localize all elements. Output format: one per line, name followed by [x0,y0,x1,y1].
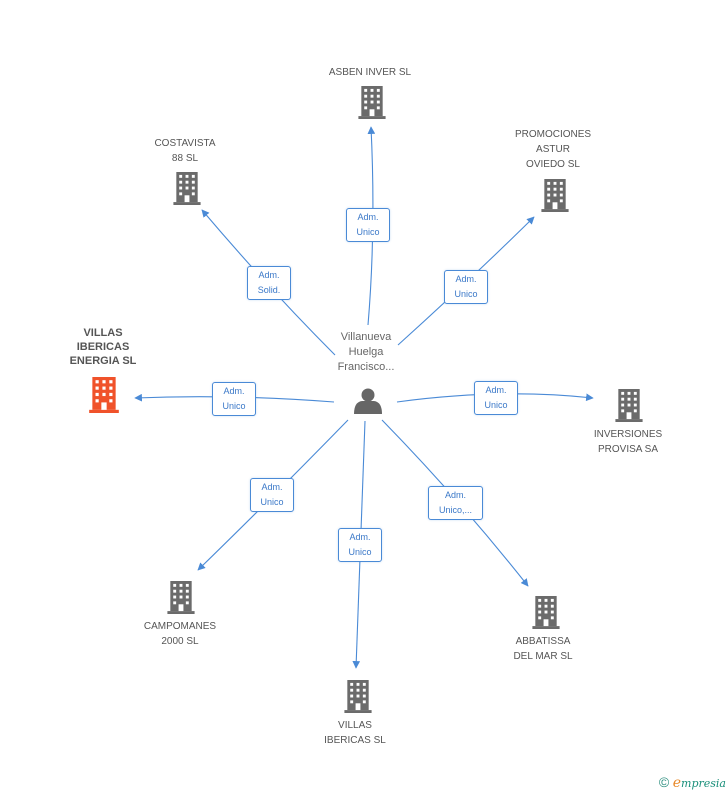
empresia-watermark: © empresia [658,774,726,791]
building-icon-inversiones-provisa-sa[interactable] [615,389,643,422]
company-label-costavista-88-sl[interactable]: COSTAVISTA 88 SL [154,138,216,164]
building-icon-villas-ibericas-energia-sl[interactable] [89,377,119,413]
company-label-villas-ibericas-sl[interactable]: VILLAS IBERICAS SL [324,720,386,746]
company-label-campomanes-2000-sl[interactable]: CAMPOMANES 2000 SL [143,621,217,647]
company-label-villas-ibericas-energia-sl[interactable]: VILLAS IBERICAS ENERGIA SL [69,327,137,367]
company-label-promociones-astur-oviedo-sl[interactable]: PROMOCIONES ASTUR OVIEDO SL [514,129,592,170]
building-icon-abbatissa-del-mar-sl[interactable] [532,596,560,629]
company-label-asben-inver-sl[interactable]: ASBEN INVER SL [328,67,412,78]
role-badge-campomanes-2000-sl: Adm. Unico [250,478,294,512]
building-icon-costavista-88-sl[interactable] [173,172,201,205]
building-icon-promociones-astur-oviedo-sl[interactable] [541,179,569,212]
role-badge-costavista-88-sl: Adm. Solid. [247,266,291,300]
building-icon-asben-inver-sl[interactable] [358,86,386,119]
company-label-inversiones-provisa-sa[interactable]: INVERSIONES PROVISA SA [593,429,663,455]
building-icon-campomanes-2000-sl[interactable] [167,581,195,614]
building-icon-villas-ibericas-sl[interactable] [344,680,372,713]
role-badge-abbatissa-del-mar-sl: Adm. Unico,... [428,486,483,520]
role-badge-asben-inver-sl: Adm. Unico [346,208,390,242]
person-icon[interactable] [354,388,382,415]
role-badge-villas-ibericas-energia-sl: Adm. Unico [212,382,256,416]
role-badge-inversiones-provisa-sa: Adm. Unico [474,381,518,415]
person-name-label[interactable]: Villanueva Huelga Francisco... [337,331,395,373]
company-label-abbatissa-del-mar-sl[interactable]: ABBATISSA DEL MAR SL [513,636,573,662]
role-badge-promociones-astur-oviedo-sl: Adm. Unico [444,270,488,304]
role-badge-villas-ibericas-sl: Adm. Unico [338,528,382,562]
